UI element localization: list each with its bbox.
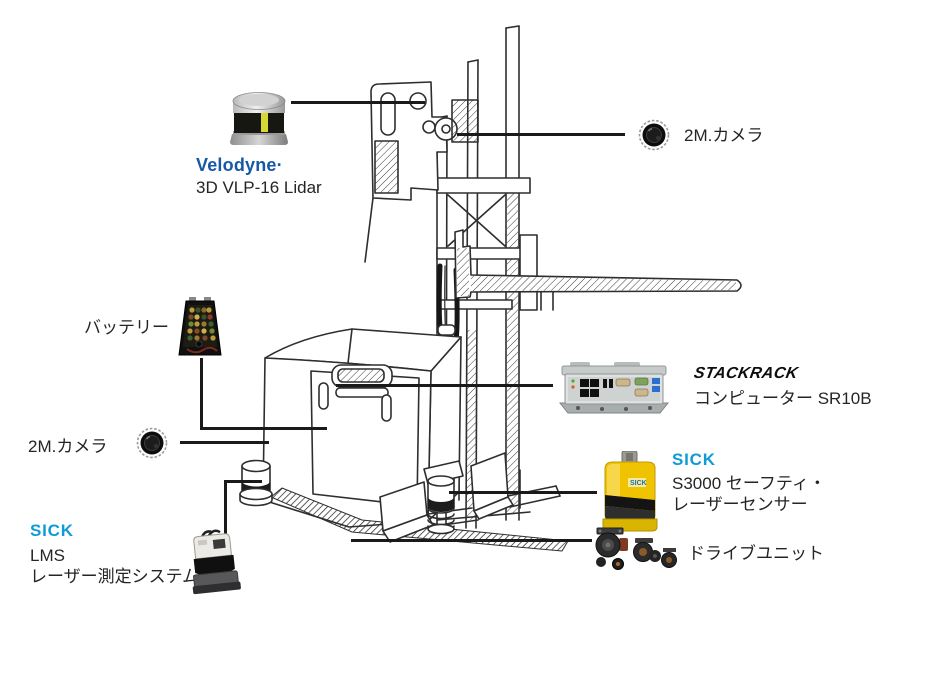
lms-scanner-image xyxy=(192,529,241,595)
battery-pack-image xyxy=(178,297,222,356)
camera-left-callout-line xyxy=(180,441,269,444)
drive-unit-label: ドライブユニット xyxy=(688,544,824,563)
lms-callout-line-horizontal xyxy=(224,480,262,483)
sick-logo-lms: SICK xyxy=(30,521,74,540)
svg-text:SICK: SICK xyxy=(630,480,647,487)
sick-logo-s3000: SICK xyxy=(672,450,716,469)
lidar-callout-line xyxy=(291,101,425,104)
lms-label-line2: レーザー測定システム xyxy=(30,567,200,586)
battery-label: バッテリー xyxy=(84,318,169,337)
s3000-callout-line xyxy=(449,491,597,494)
drive-unit-callout-line xyxy=(351,539,592,542)
lidar-puck-image xyxy=(230,92,288,145)
lms-callout-line-vertical xyxy=(224,480,227,538)
computer-callout-line xyxy=(336,384,553,387)
stackrack-logo: STACKRACK xyxy=(692,365,800,382)
camera-top-label: 2M.カメラ xyxy=(684,126,764,145)
battery-callout-line-horizontal xyxy=(200,427,327,430)
robot-s3000-cylinder xyxy=(423,460,464,535)
drive-units-image xyxy=(595,527,677,570)
sketch-strokes xyxy=(239,25,742,552)
lms-label-line1: LMS xyxy=(30,546,65,565)
battery-callout-line-vertical xyxy=(200,358,203,430)
robot-lms-cylinder xyxy=(239,459,273,507)
lidar-label: 3D VLP-16 Lidar xyxy=(196,178,322,197)
industrial-pc-image xyxy=(558,362,670,414)
computer-label: コンピューター SR10B xyxy=(694,389,872,408)
mast-top-bracket xyxy=(364,81,479,263)
velodyne-logo: Velodyne· xyxy=(196,155,283,175)
s3000-label-line1: S3000 セーフティ・ xyxy=(672,474,826,493)
camera-left-label: 2M.カメラ xyxy=(28,437,108,456)
camera-lens-icon-left xyxy=(136,427,168,459)
fork xyxy=(454,229,742,311)
s3000-label-line2: レーザーセンサー xyxy=(672,495,808,514)
camera-top-callout-line xyxy=(457,133,625,136)
camera-lens-icon-top xyxy=(638,119,670,151)
stackrack-logo-wrap: STACKRACK xyxy=(692,365,800,383)
